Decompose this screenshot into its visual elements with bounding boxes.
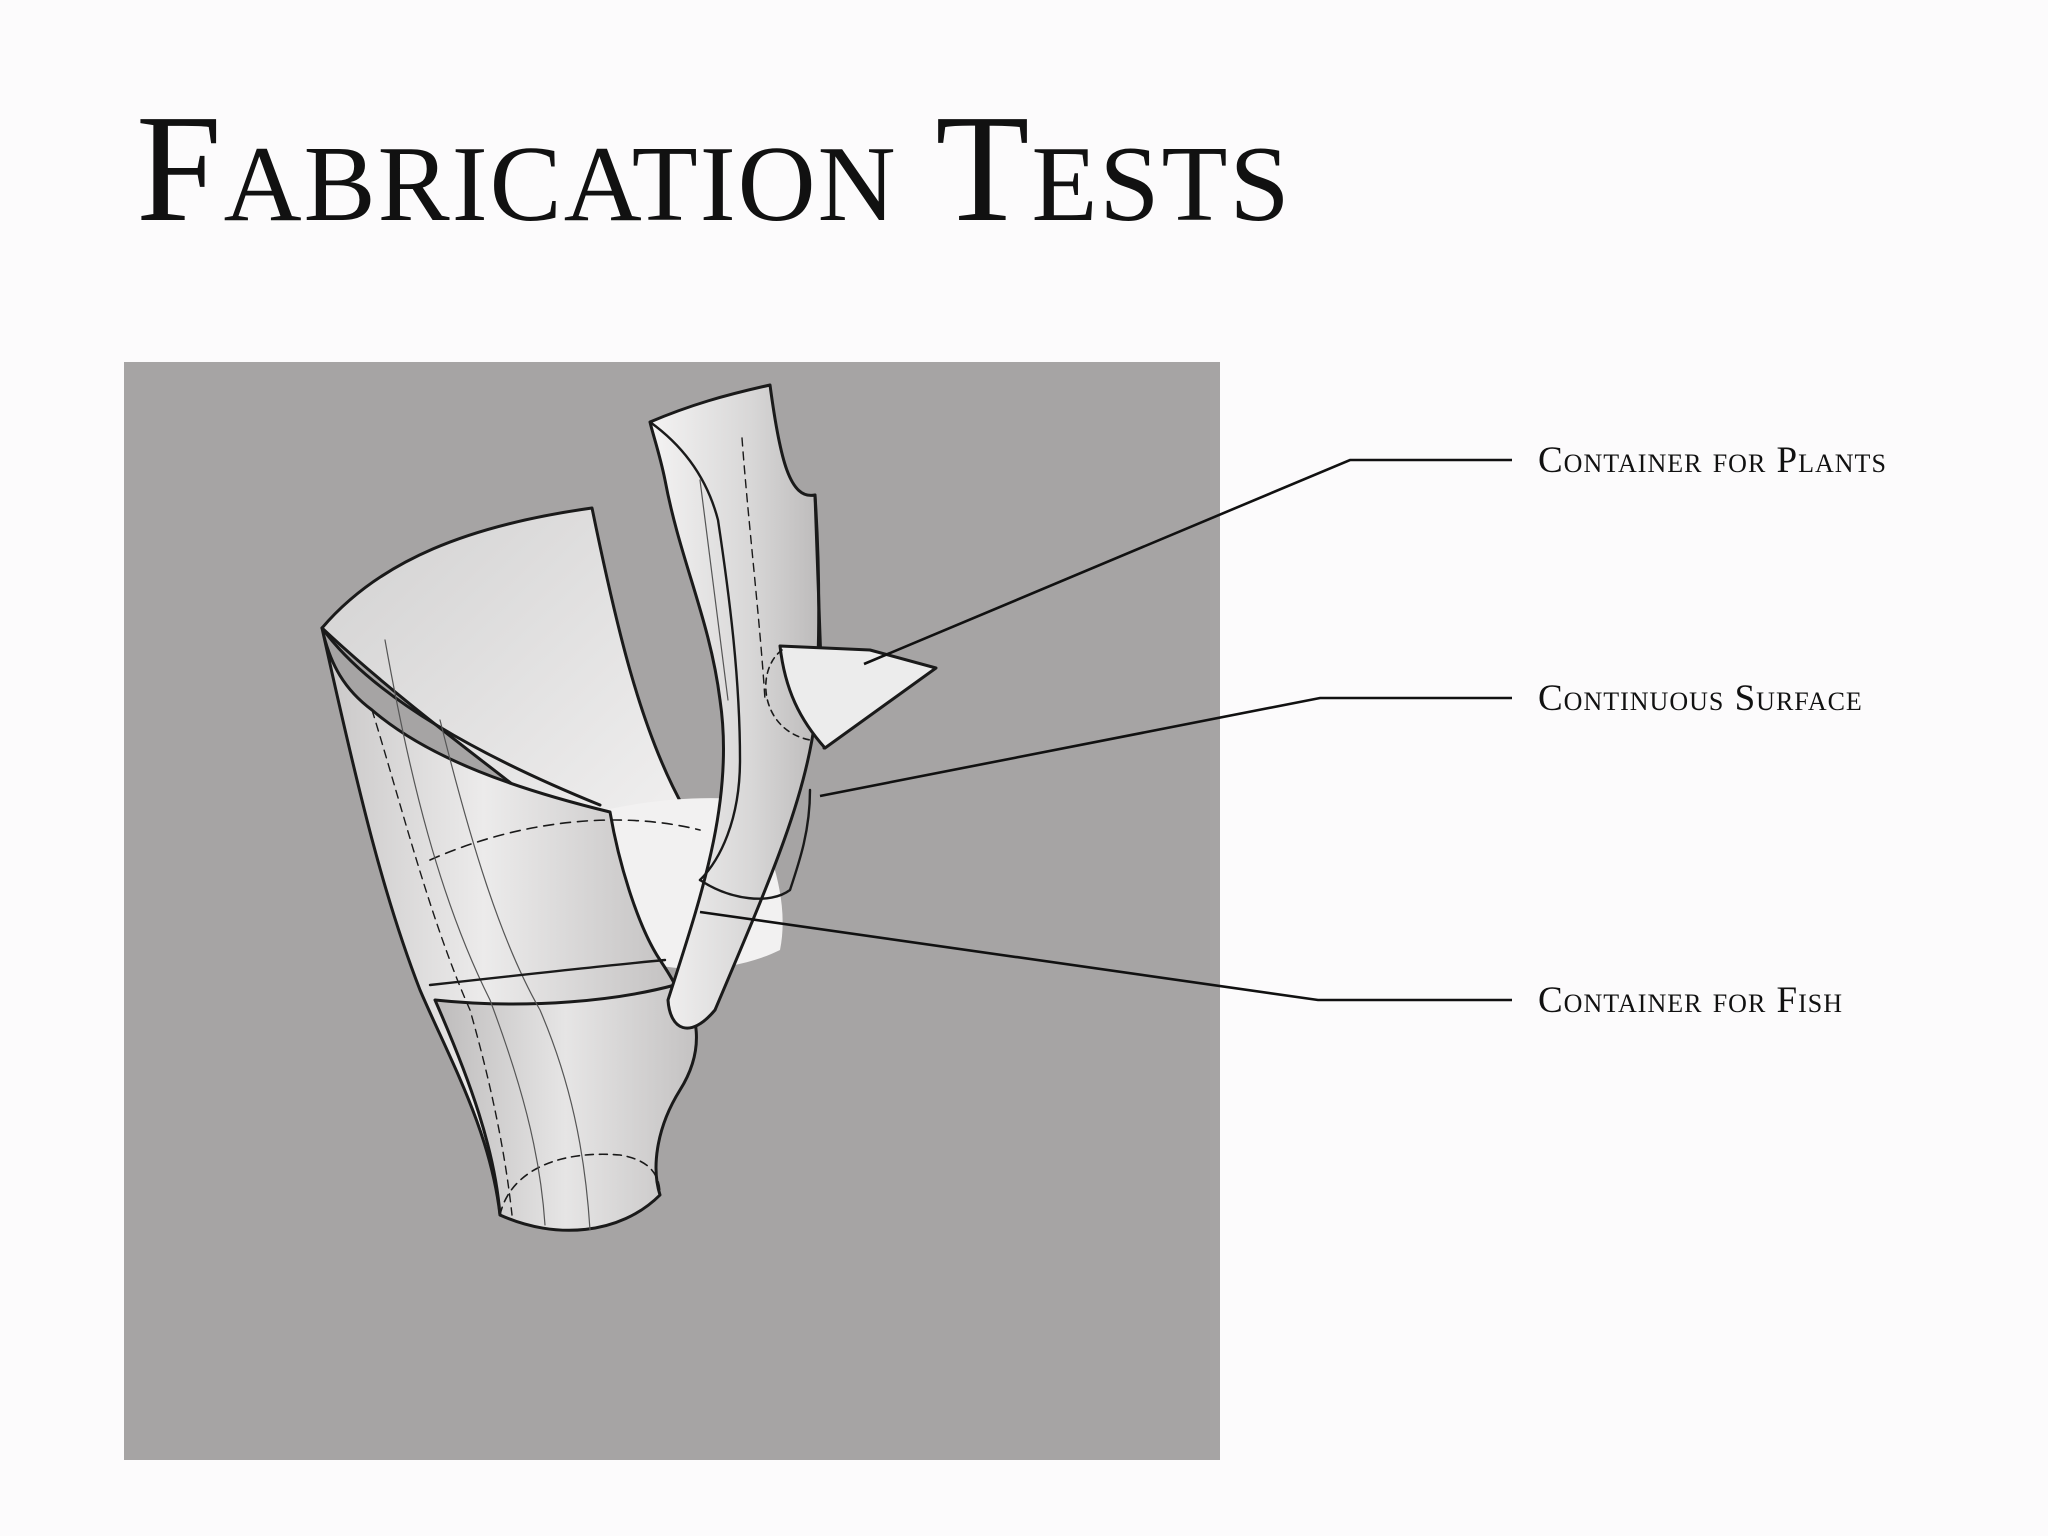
- contour-line-b: [439, 719, 591, 1231]
- junction-curve: [698, 788, 812, 900]
- hidden-line-c: [499, 1153, 661, 1216]
- fabrication-model: [320, 383, 938, 1232]
- leader-container-for-fish: [699, 910, 1512, 1002]
- callout-container-for-fish: Container for Fish: [1538, 980, 1844, 1021]
- contour-line-a: [384, 639, 546, 1226]
- page-title: Fabrication Tests: [136, 84, 1292, 254]
- contour-line-c: [428, 958, 667, 987]
- contour-line-d: [699, 479, 729, 701]
- callout-leaders: [699, 458, 1512, 1002]
- leader-container-for-plants: [863, 458, 1512, 666]
- hidden-line-b: [371, 709, 513, 1216]
- shelf-dashed-arc: [764, 649, 811, 741]
- leader-continuous-surface: [819, 696, 1512, 798]
- container-stem: [433, 983, 698, 1232]
- hidden-line-a: [429, 819, 701, 861]
- plant-shelf-plane: [778, 644, 938, 750]
- large-container-back-wall: [320, 506, 686, 847]
- callout-container-for-plants: Container for Plants: [1538, 440, 1887, 481]
- fin-inner-curl: [648, 420, 742, 882]
- plant-container-fin: [648, 383, 821, 1030]
- hidden-line-d: [741, 437, 766, 701]
- callout-continuous-surface: Continuous Surface: [1538, 678, 1863, 719]
- large-container-rim: [320, 626, 602, 807]
